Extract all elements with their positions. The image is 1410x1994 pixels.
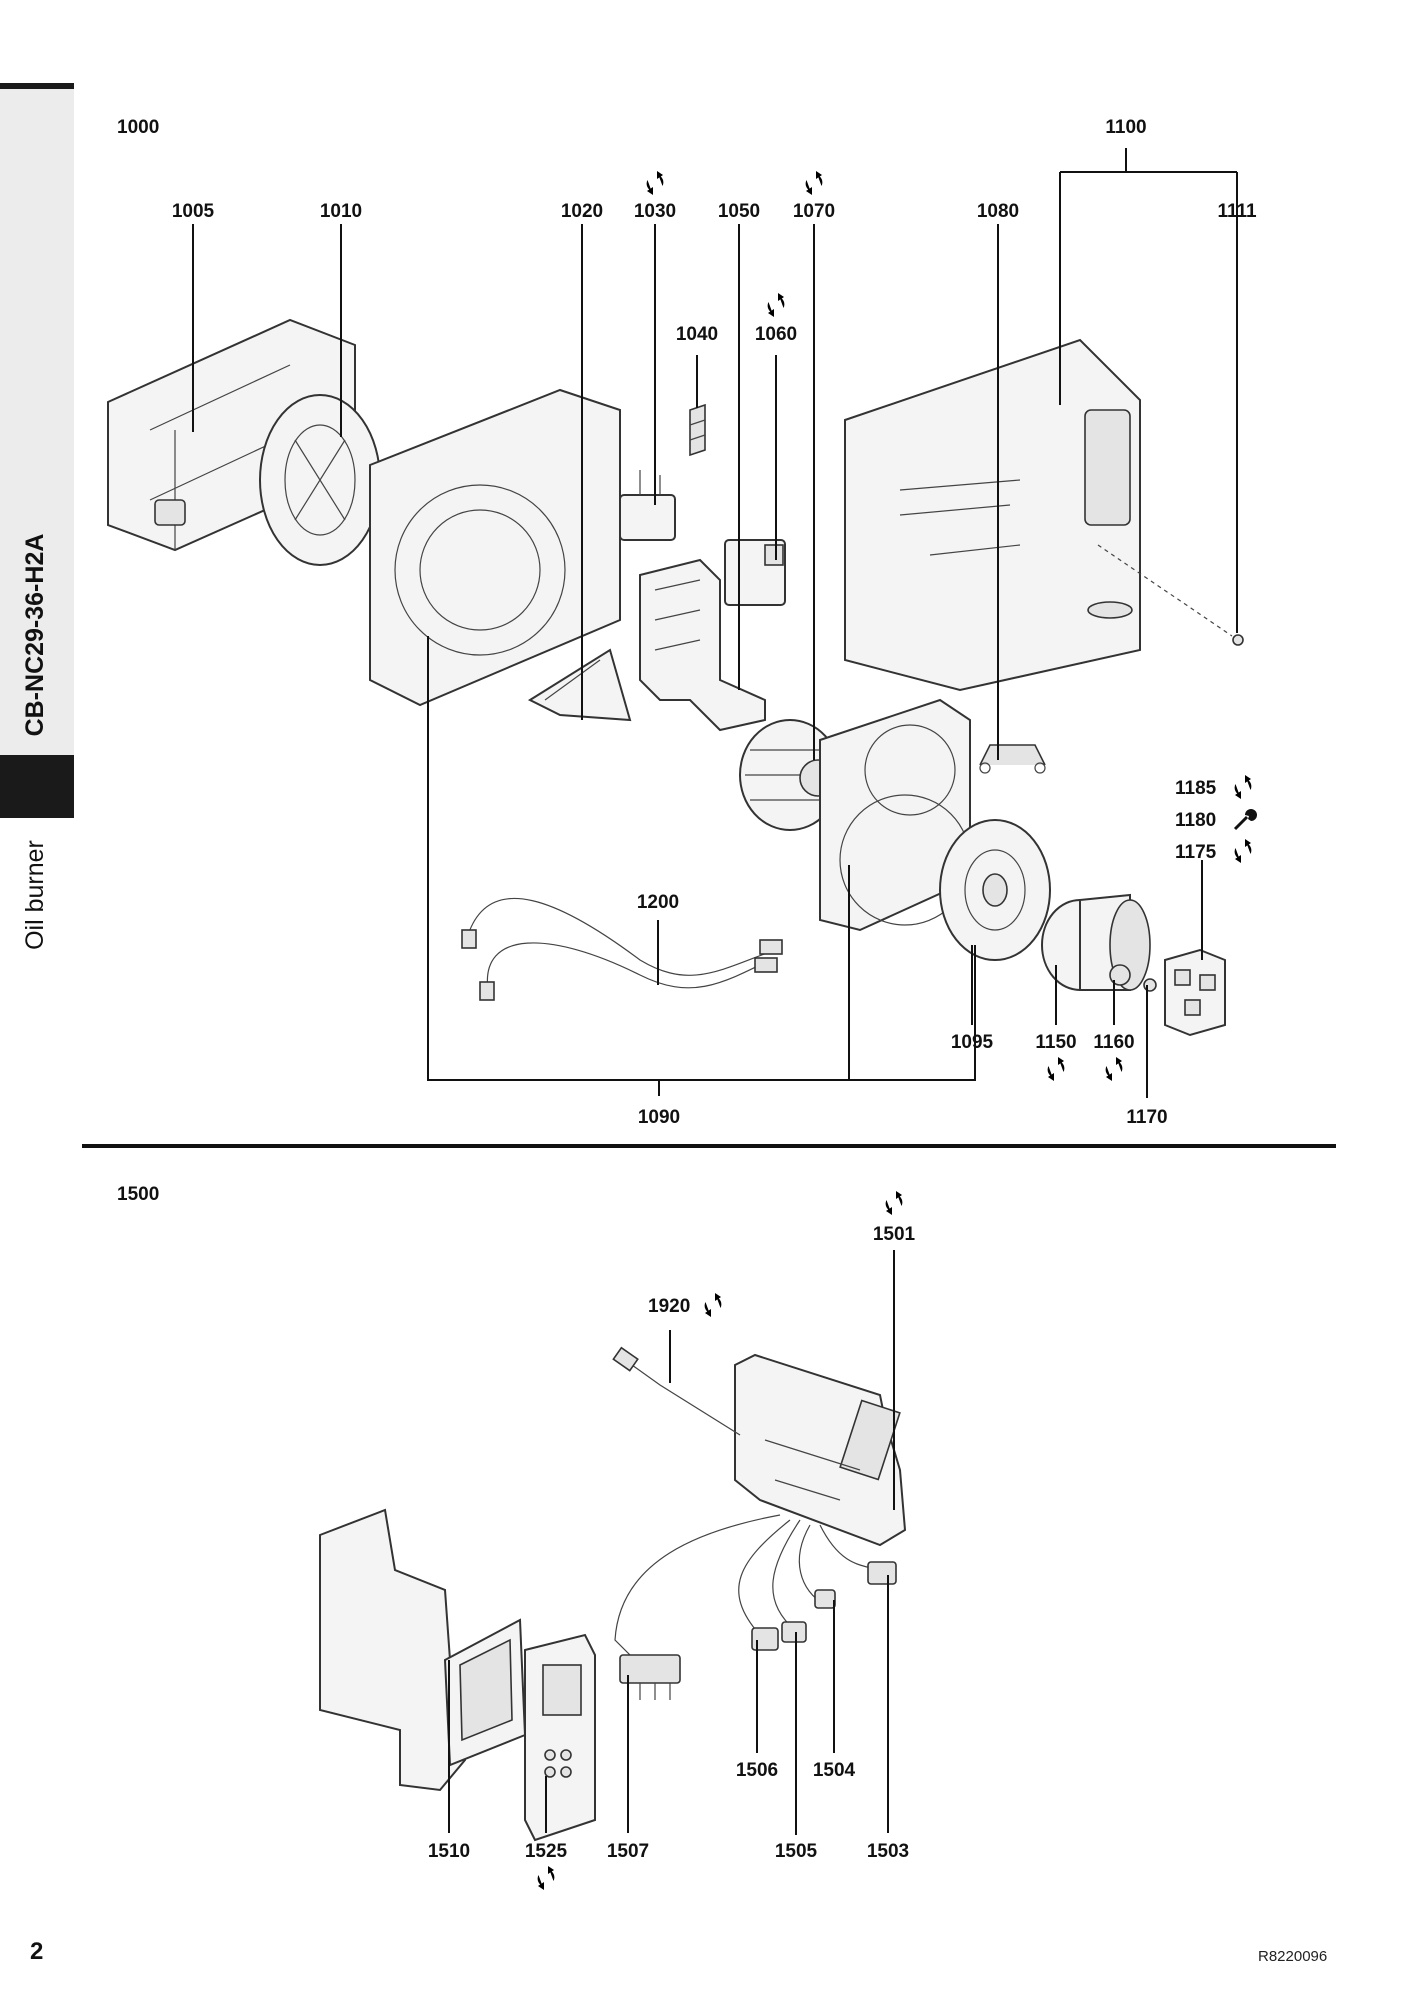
oil-pump-1175 (1164, 948, 1226, 1037)
sensor-1920 (612, 1346, 741, 1436)
label-1160: 1160 (1093, 1032, 1134, 1053)
label-1920: 1920 (648, 1296, 690, 1317)
section-divider (82, 1144, 1336, 1148)
label-1200: 1200 (637, 892, 679, 913)
refresh-icon (646, 171, 664, 195)
document-reference: R8220096 (1258, 1948, 1328, 1965)
cover-1100 (844, 338, 1141, 692)
oil-hoses-1200 (461, 897, 783, 1001)
label-1020: 1020 (561, 201, 603, 222)
label-1506: 1506 (736, 1760, 778, 1781)
label-1180: 1180 (1175, 810, 1216, 831)
page-number: 2 (30, 1938, 44, 1965)
label-1503: 1503 (867, 1841, 909, 1862)
air-intake-1050 (639, 558, 766, 732)
group-title-1000: 1000 (117, 117, 159, 138)
refresh-icon (885, 1191, 903, 1215)
label-1060: 1060 (755, 324, 797, 345)
group-title-1500: 1500 (117, 1184, 159, 1205)
nozzle-1170 (1143, 978, 1157, 992)
label-1185: 1185 (1175, 778, 1217, 799)
leader-lines-1500 (448, 1250, 895, 1835)
control-box-1501 (734, 1353, 907, 1547)
label-1095: 1095 (951, 1032, 994, 1053)
label-1170: 1170 (1126, 1107, 1167, 1128)
side-tab-marker (0, 755, 74, 818)
label-1050: 1050 (718, 201, 760, 222)
connector-1507 (619, 1654, 681, 1700)
connector-1505 (781, 1621, 807, 1643)
label-1030: 1030 (634, 201, 676, 222)
label-1175: 1175 (1175, 842, 1217, 863)
label-1010: 1010 (320, 201, 362, 222)
display-panel-1525 (524, 1633, 596, 1842)
refresh-icon (537, 1866, 555, 1890)
hinge-1080 (979, 744, 1046, 774)
refresh-icon (1047, 1057, 1065, 1081)
label-1504: 1504 (813, 1760, 856, 1781)
refresh-icon (1234, 775, 1252, 799)
air-damper-1020 (527, 648, 632, 722)
label-1080: 1080 (977, 201, 1019, 222)
cables-1500 (614, 1514, 881, 1666)
connector-1503 (867, 1561, 897, 1585)
clip-1040 (689, 403, 706, 457)
label-1505: 1505 (775, 1841, 818, 1862)
connector-1506 (751, 1627, 779, 1651)
label-1100: 1100 (1105, 117, 1146, 138)
refresh-icon (767, 293, 785, 317)
label-1510: 1510 (428, 1841, 470, 1862)
label-1150: 1150 (1035, 1032, 1076, 1053)
label-1507: 1507 (607, 1841, 649, 1862)
label-1525: 1525 (525, 1841, 568, 1862)
label-1090: 1090 (638, 1107, 680, 1128)
label-1501: 1501 (873, 1224, 916, 1245)
bracket-1510 (319, 1508, 527, 1792)
motor-flange-1095 (939, 819, 1051, 961)
screw-1111 (1097, 544, 1244, 646)
label-1005: 1005 (172, 201, 215, 222)
refresh-icon (1105, 1057, 1123, 1081)
wrench-icon (1233, 809, 1257, 831)
label-1040: 1040 (676, 324, 718, 345)
switch-1030 (619, 470, 676, 541)
label-1111: 1111 (1217, 201, 1257, 222)
refresh-icon (704, 1293, 722, 1317)
fan-rotor-1010 (259, 394, 381, 566)
air-box-1020 (369, 388, 621, 707)
connector-1504 (814, 1589, 836, 1609)
label-1070: 1070 (793, 201, 835, 222)
leader-lines-1000 (192, 148, 1238, 1098)
refresh-icon (805, 171, 823, 195)
refresh-icon (1234, 839, 1252, 863)
side-tab-topbar (0, 83, 74, 89)
motor-1150 (1041, 893, 1151, 991)
side-tab (0, 83, 74, 763)
